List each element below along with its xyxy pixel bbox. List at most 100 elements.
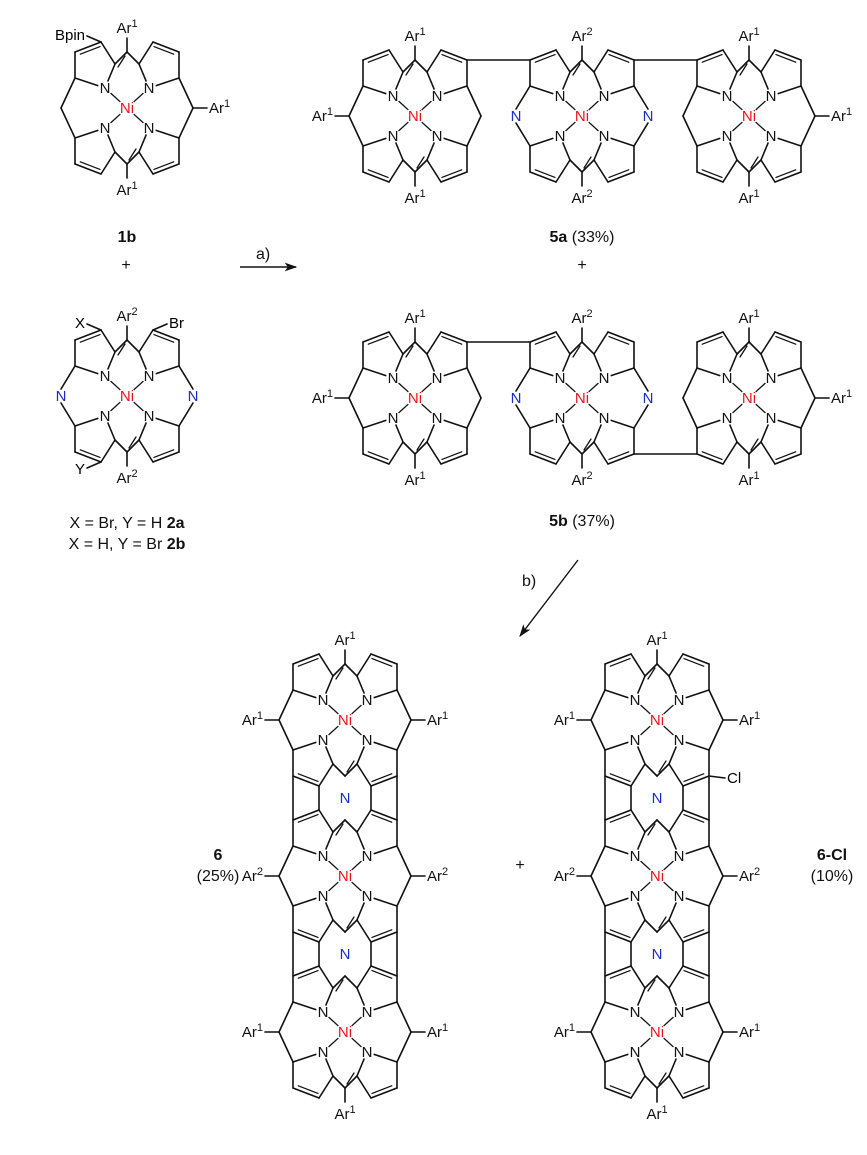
aryl-substituent: Ar1 xyxy=(831,388,852,407)
nitrogen-atom: N xyxy=(388,370,399,387)
nitrogen-atom: N xyxy=(388,128,399,145)
aryl-substituent: Ar1 xyxy=(116,18,137,37)
aryl-substituent: Ar1 xyxy=(831,106,852,125)
bridging-nitrogen-atom: N xyxy=(340,946,351,963)
bridging-nitrogen-atom: N xyxy=(652,790,663,807)
step-a-label: a) xyxy=(256,246,270,263)
nickel-atom: Ni xyxy=(120,388,134,405)
aryl-substituent: Ar1 xyxy=(404,470,425,489)
nitrogen-atom: N xyxy=(432,128,443,145)
nitrogen-atom: N xyxy=(362,732,373,749)
nickel-atom: Ni xyxy=(338,868,352,885)
x-substituent: X xyxy=(75,315,85,332)
meso-nitrogen-atom: N xyxy=(188,388,199,405)
nitrogen-atom: N xyxy=(555,128,566,145)
nitrogen-atom: N xyxy=(318,888,329,905)
arrow-step-b xyxy=(519,559,579,638)
nitrogen-atom: N xyxy=(318,1044,329,1061)
aryl-substituent: Ar1 xyxy=(427,1022,448,1041)
aryl-substituent: Ar1 xyxy=(646,1104,667,1123)
nitrogen-atom: N xyxy=(722,370,733,387)
nickel-atom: Ni xyxy=(408,390,422,407)
nitrogen-atom: N xyxy=(432,370,443,387)
nitrogen-atom: N xyxy=(432,410,443,427)
nitrogen-atom: N xyxy=(144,368,155,385)
nitrogen-atom: N xyxy=(144,408,155,425)
nitrogen-atom: N xyxy=(362,1004,373,1021)
nitrogen-atom: N xyxy=(362,692,373,709)
nitrogen-atom: N xyxy=(630,888,641,905)
nitrogen-atom: N xyxy=(362,888,373,905)
nitrogen-atom: N xyxy=(722,410,733,427)
aryl-substituent: Ar1 xyxy=(554,710,575,729)
nitrogen-atom: N xyxy=(432,88,443,105)
plus-sign: + xyxy=(121,257,130,274)
aryl-substituent: Ar1 xyxy=(738,308,759,327)
label-5a: 5a (33%) xyxy=(550,229,615,246)
aryl-substituent: Ar1 xyxy=(334,1104,355,1123)
nitrogen-atom: N xyxy=(766,88,777,105)
nitrogen-atom: N xyxy=(722,88,733,105)
nitrogen-atom: N xyxy=(674,848,685,865)
aryl-substituent: Ar2 xyxy=(571,470,592,489)
nitrogen-atom: N xyxy=(100,120,111,137)
aryl-substituent: Ar1 xyxy=(738,470,759,489)
plus-sign: + xyxy=(577,257,586,274)
aryl-substituent: Ar1 xyxy=(312,106,333,125)
nitrogen-atom: N xyxy=(318,732,329,749)
nitrogen-atom: N xyxy=(599,370,610,387)
aryl-substituent: Ar1 xyxy=(209,98,230,117)
meso-nitrogen-atom: N xyxy=(56,388,67,405)
nitrogen-atom: N xyxy=(630,692,641,709)
nitrogen-atom: N xyxy=(100,368,111,385)
nitrogen-atom: N xyxy=(362,1044,373,1061)
aryl-substituent: Ar2 xyxy=(427,866,448,885)
aryl-substituent: Ar2 xyxy=(116,306,137,325)
nitrogen-atom: N xyxy=(555,88,566,105)
aryl-substituent: Ar2 xyxy=(116,468,137,487)
nitrogen-atom: N xyxy=(318,848,329,865)
step-b-label: b) xyxy=(522,573,536,590)
nitrogen-atom: N xyxy=(766,128,777,145)
nitrogen-atom: N xyxy=(555,410,566,427)
nitrogen-atom: N xyxy=(766,370,777,387)
aryl-substituent: Ar1 xyxy=(312,388,333,407)
nitrogen-atom: N xyxy=(630,1004,641,1021)
nitrogen-atom: N xyxy=(100,408,111,425)
nitrogen-atom: N xyxy=(599,88,610,105)
aryl-substituent: Ar1 xyxy=(242,710,263,729)
meso-nitrogen-atom: N xyxy=(511,108,522,125)
bromine-atom: Br xyxy=(169,315,184,332)
nitrogen-atom: N xyxy=(555,370,566,387)
nitrogen-atom: N xyxy=(674,1044,685,1061)
bpin-group: Bpin xyxy=(55,27,85,44)
aryl-substituent: Ar1 xyxy=(554,1022,575,1041)
nickel-atom: Ni xyxy=(408,108,422,125)
nitrogen-atom: N xyxy=(674,888,685,905)
bridging-nitrogen-atom: N xyxy=(652,946,663,963)
nitrogen-atom: N xyxy=(388,410,399,427)
aryl-substituent: Ar1 xyxy=(242,1022,263,1041)
nickel-atom: Ni xyxy=(650,712,664,729)
nitrogen-atom: N xyxy=(630,1044,641,1061)
aryl-substituent: Ar1 xyxy=(739,1022,760,1041)
nitrogen-atom: N xyxy=(766,410,777,427)
meso-nitrogen-atom: N xyxy=(643,108,654,125)
nickel-atom: Ni xyxy=(338,1024,352,1041)
y-substituent: Y xyxy=(75,461,85,478)
nickel-atom: Ni xyxy=(742,390,756,407)
label-2a: X = Br, Y = H 2a xyxy=(69,515,184,532)
aryl-substituent: Ar1 xyxy=(427,710,448,729)
nickel-atom: Ni xyxy=(650,868,664,885)
label-6: 6 xyxy=(214,847,223,864)
